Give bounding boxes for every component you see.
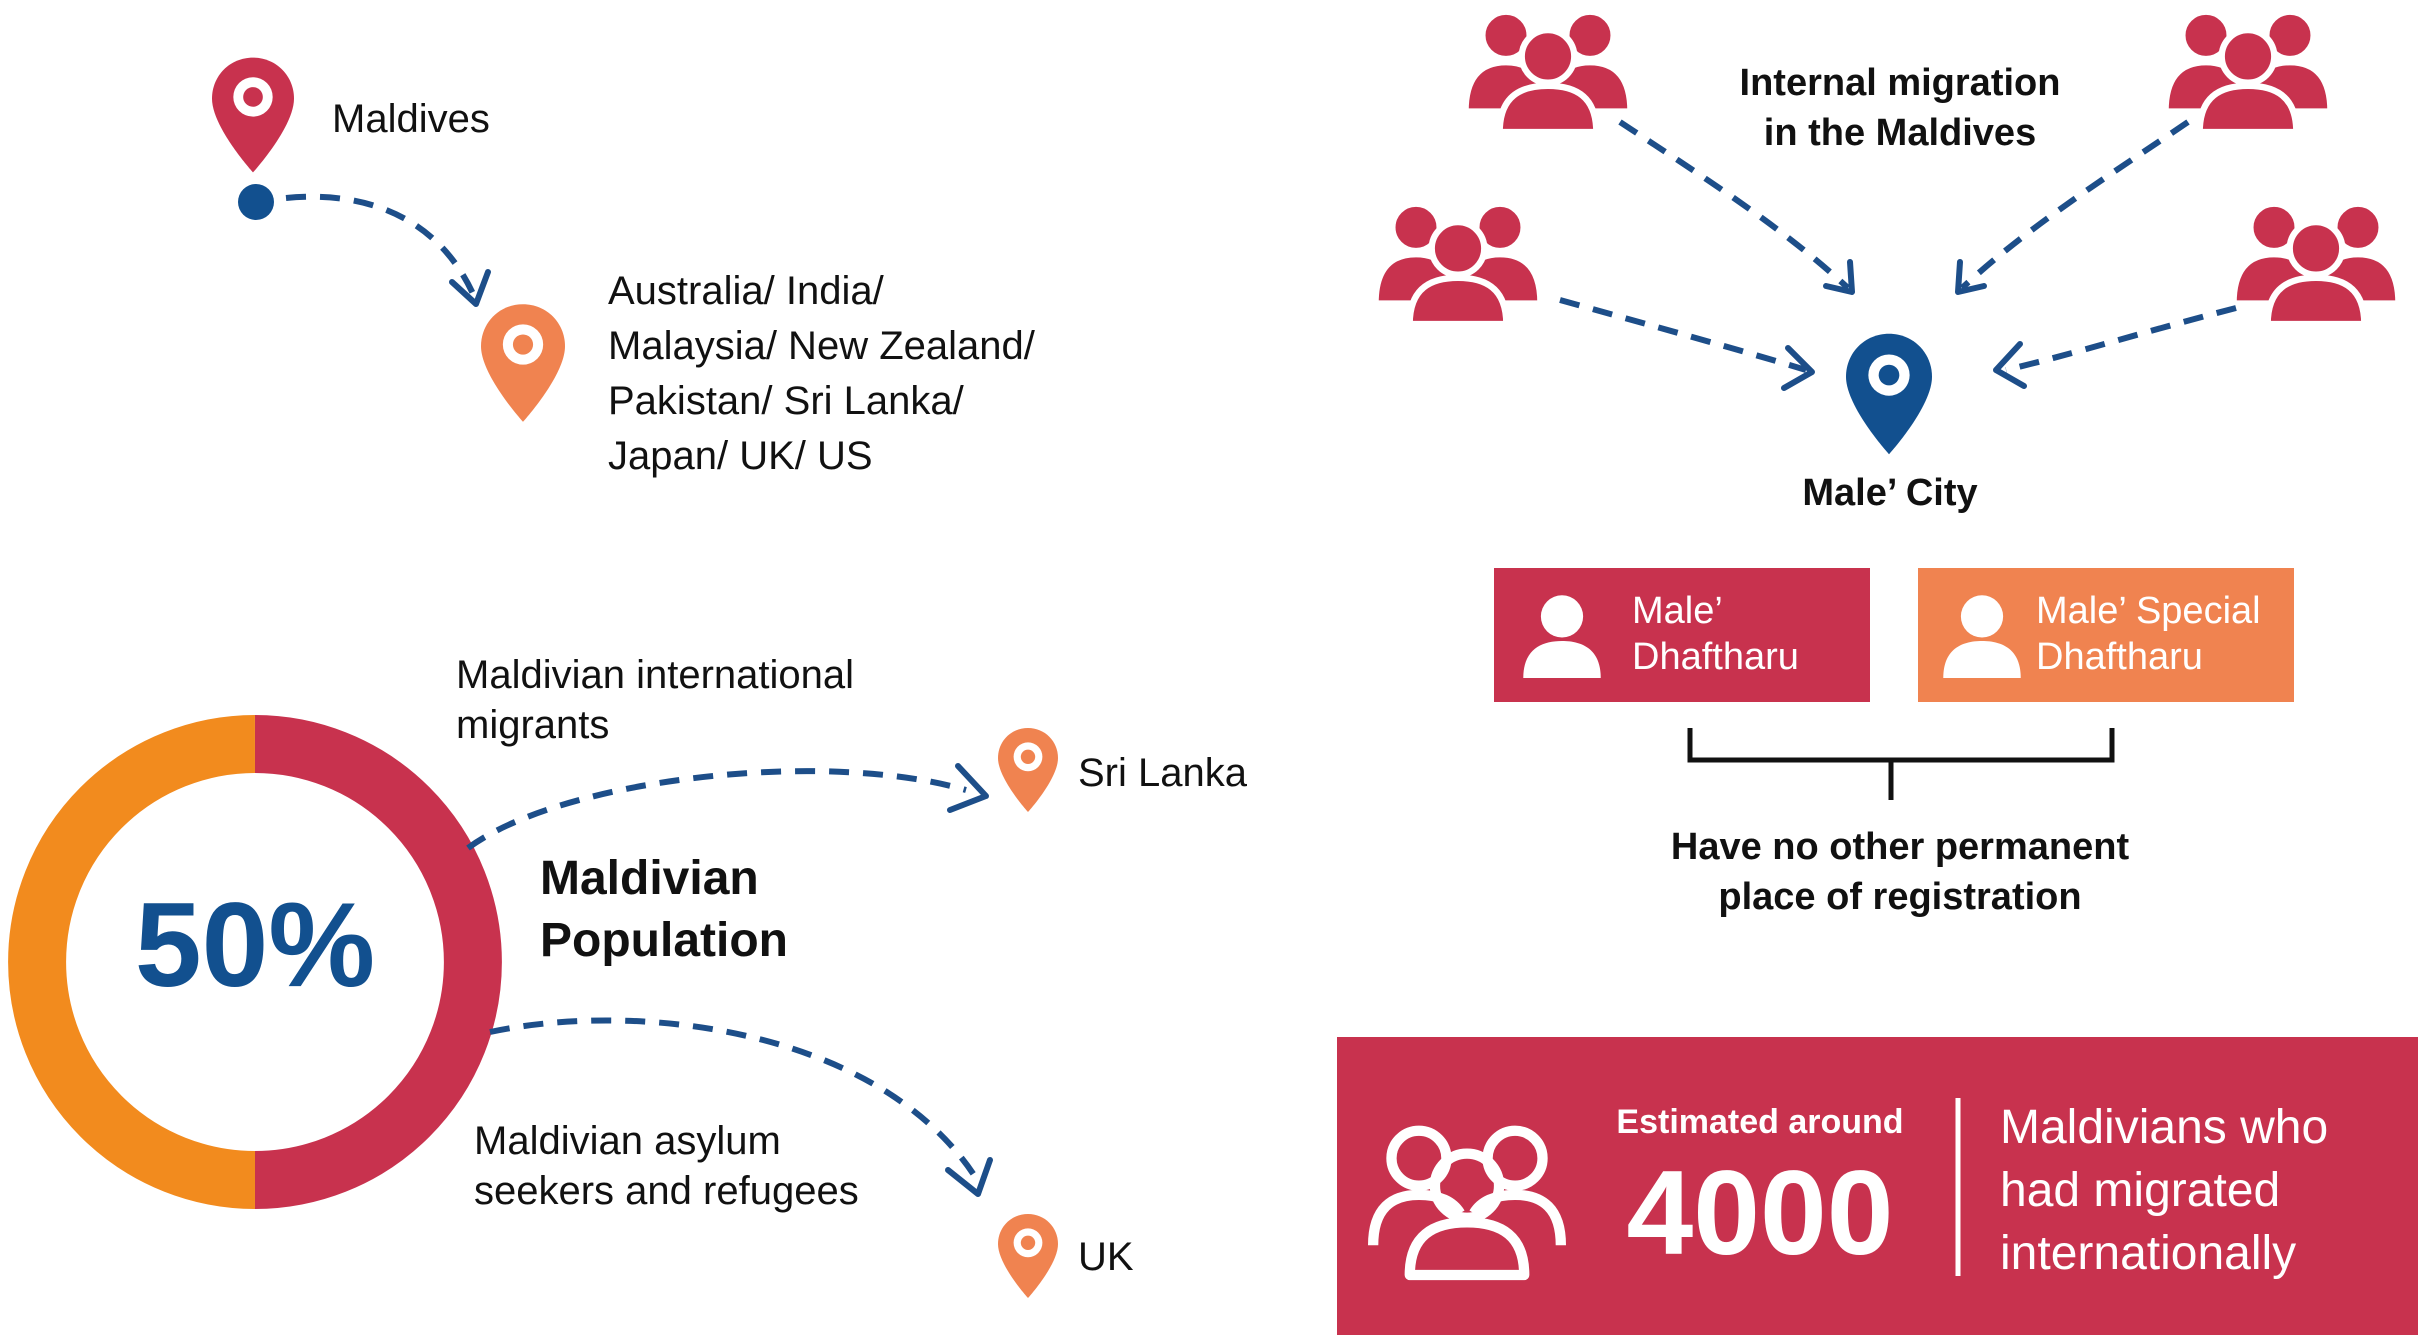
- internal-arrow-head: [1955, 259, 1987, 295]
- male-dhaftharu-label-line: Dhaftharu: [1632, 636, 1799, 678]
- male-city-pin-icon: [1846, 333, 1932, 455]
- people-group-icon: [1376, 204, 1540, 324]
- male-special-dhaftharu-label-line: Male’ Special: [2036, 590, 2261, 632]
- people-group-icon: [1466, 12, 1630, 132]
- population-title-line: Maldivian: [540, 852, 759, 905]
- asylum-arrow-head: [945, 1157, 993, 1197]
- male-dhaftharu-label: Male’ Dhaftharu: [1632, 588, 1799, 680]
- maldives-pin-icon: [212, 57, 294, 173]
- people-group-icon: [2234, 204, 2398, 324]
- uk-pin-icon: [998, 1214, 1058, 1298]
- estimate-description-line: had migrated: [2000, 1164, 2281, 1217]
- registration-note: Have no other permanent place of registr…: [1590, 822, 2210, 922]
- destinations-line: Australia/ India/: [608, 269, 884, 313]
- maldives-location-dot-icon: [238, 184, 274, 220]
- donut-segment-other: [8, 715, 256, 1209]
- male-special-dhaftharu-label: Male’ Special Dhaftharu: [2036, 588, 2261, 680]
- sri-lanka-label: Sri Lanka: [1078, 751, 1247, 795]
- destinations-list: Australia/ India/ Malaysia/ New Zealand/…: [608, 264, 1035, 484]
- internal-arrow-line: [1959, 119, 2190, 291]
- registration-note-line: place of registration: [1718, 876, 2082, 918]
- male-special-dhaftharu-label-line: Dhaftharu: [2036, 636, 2203, 678]
- estimate-number: 4000: [1626, 1146, 1894, 1280]
- internal-migration-title: Internal migration in the Maldives: [1640, 58, 2160, 158]
- asylum-arrow-line: [489, 1017, 979, 1180]
- male-dhaftharu-label-line: Male’: [1632, 590, 1723, 632]
- destinations-line: Pakistan/ Sri Lanka/: [608, 379, 964, 423]
- uk-label: UK: [1078, 1235, 1134, 1279]
- registration-note-line: Have no other permanent: [1670, 826, 2130, 868]
- estimate-label: Estimated around: [1616, 1103, 1904, 1141]
- people-group-icon: [2166, 12, 2330, 132]
- male-city-label: Male’ City: [1802, 472, 1978, 514]
- internal-migration-title-line: Internal migration: [1739, 62, 2061, 104]
- internal-arrow-head: [1781, 345, 1815, 391]
- internal-arrow-head: [1993, 341, 2027, 389]
- donut-percent: 50%: [134, 878, 376, 1012]
- internal-migration-title-line: in the Maldives: [1763, 112, 2037, 154]
- migration-arrow-line: [285, 193, 477, 298]
- registration-bracket: [1687, 728, 2115, 800]
- asylum-label-line: seekers and refugees: [474, 1169, 859, 1213]
- internal-arrow-head: [1823, 259, 1855, 295]
- asylum-label-line: Maldivian asylum: [474, 1119, 781, 1163]
- estimate-description: Maldivians who had migrated internationa…: [2000, 1096, 2328, 1285]
- internal-arrow-line: [1618, 119, 1851, 291]
- destinations-line: Japan/ UK/ US: [608, 434, 873, 478]
- migrants-label-line: migrants: [456, 703, 610, 747]
- migrants-label: Maldivian international migrants: [456, 650, 854, 750]
- estimate-description-line: internationally: [2000, 1227, 2297, 1280]
- sri-lanka-pin-icon: [998, 728, 1058, 812]
- population-title: Maldivian Population: [540, 848, 788, 972]
- estimate-description-line: Maldivians who: [2000, 1101, 2329, 1154]
- migrants-label-line: Maldivian international: [456, 653, 855, 697]
- internal-arrow-line: [1559, 297, 1807, 373]
- asylum-label: Maldivian asylum seekers and refugees: [474, 1116, 859, 1216]
- population-donut-chart: [8, 715, 502, 1209]
- population-title-line: Population: [540, 914, 788, 967]
- maldives-label: Maldives: [332, 97, 490, 141]
- migration-arrow-head: [449, 269, 491, 307]
- donut-segment-migrants: [254, 715, 502, 1209]
- destinations-line: Malaysia/ New Zealand/: [608, 324, 1035, 368]
- migrants-arrow-head: [947, 763, 989, 813]
- migrants-arrow-line: [466, 768, 967, 851]
- destinations-pin-icon: [481, 304, 565, 422]
- internal-arrow-line: [2005, 305, 2237, 373]
